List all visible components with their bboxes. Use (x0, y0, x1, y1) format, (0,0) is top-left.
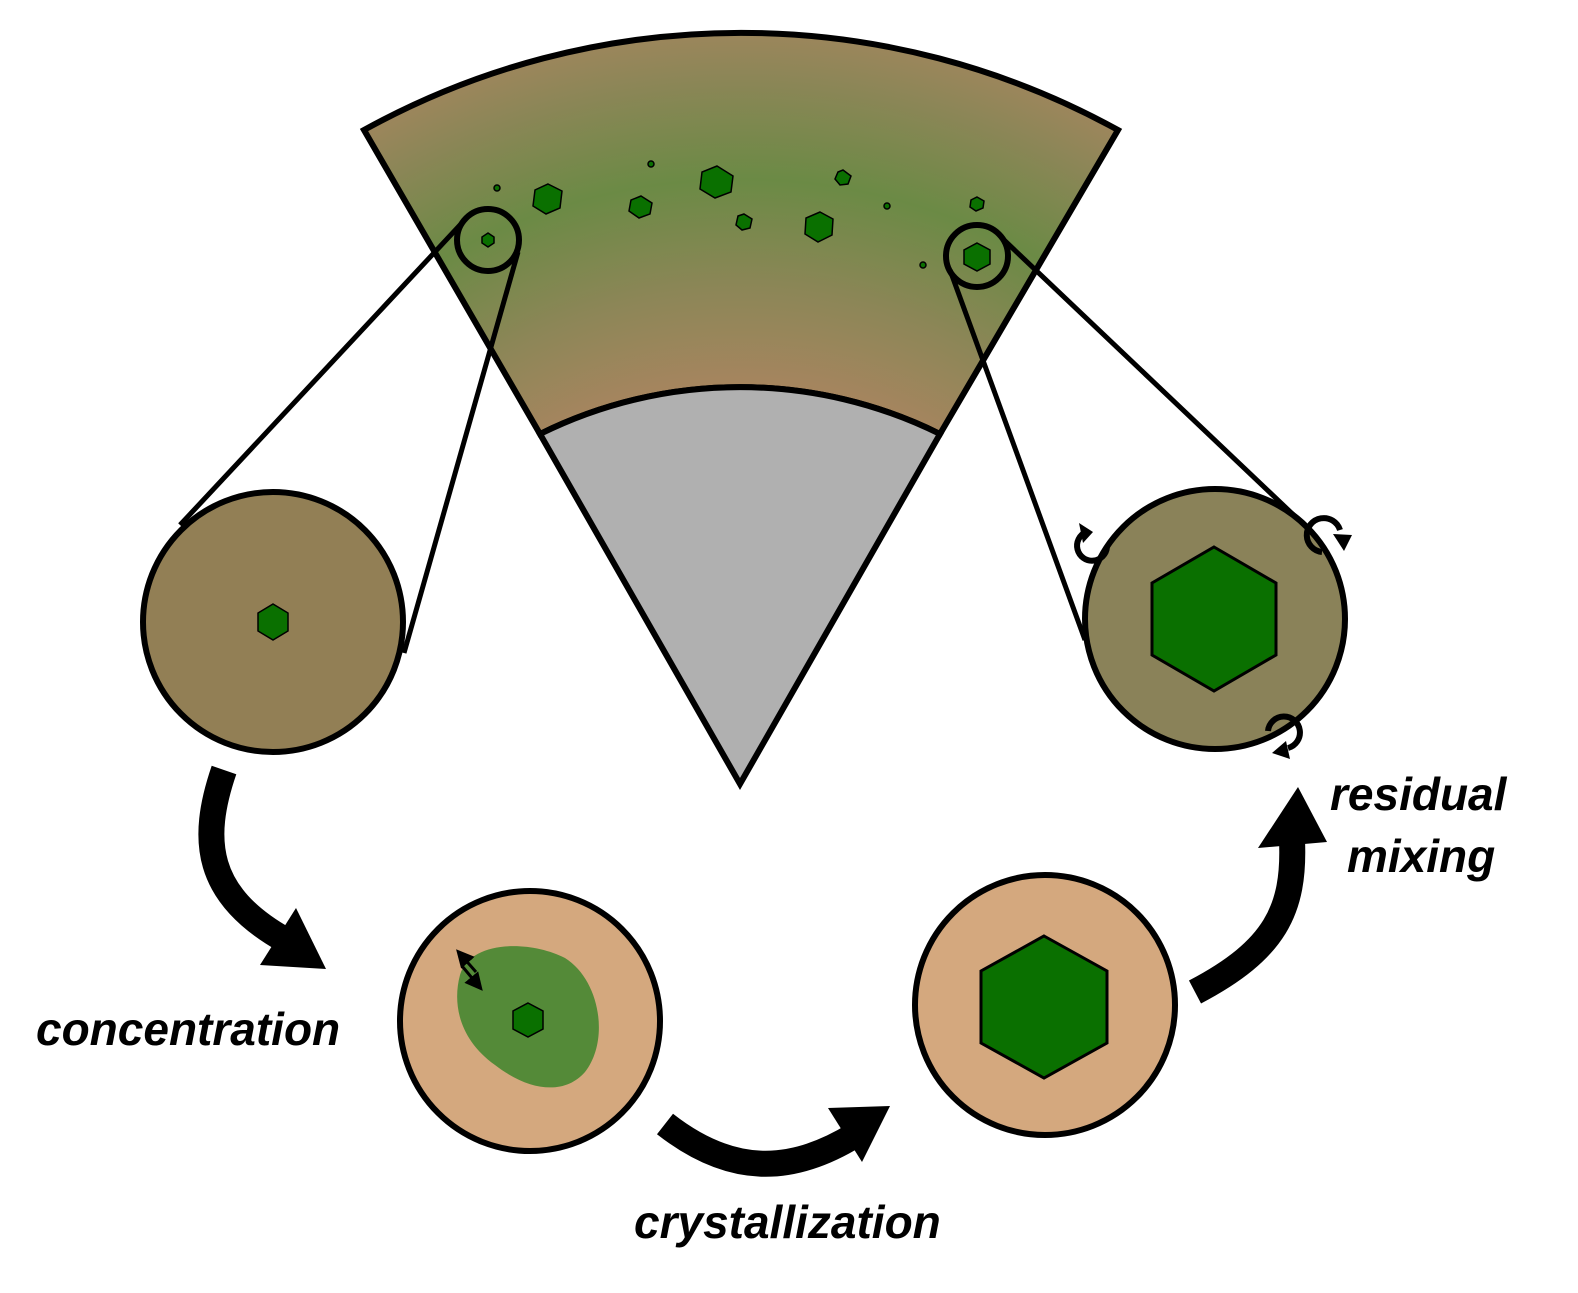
circular-arrow-icon (1303, 515, 1352, 555)
mantle-shell (359, 29, 1123, 438)
nucleus-crystal (512, 1002, 544, 1038)
large-crystal-right (1150, 545, 1278, 693)
circular-arrow-icon (1265, 713, 1303, 759)
circular-arrow-icon (1074, 523, 1110, 564)
zoom-marker-left (454, 206, 522, 274)
nucleus-crystal (257, 603, 289, 641)
zoom-marker-right (943, 222, 1011, 290)
core-wedge (535, 384, 945, 791)
process-arrow-crystallization (656, 1106, 890, 1177)
label-crystallization: crystallization (634, 1196, 941, 1248)
label-residual: residual (1330, 768, 1508, 820)
process-arrow-concentration (198, 765, 326, 969)
tiny-crystal (481, 232, 495, 248)
label-concentration: concentration (36, 1003, 340, 1055)
mantle-crystals (493, 160, 985, 269)
process-arrow-residual-mixing (1188, 787, 1327, 1004)
double-arrow-icon (456, 949, 483, 991)
large-crystal (979, 934, 1109, 1080)
small-crystal (963, 242, 991, 272)
zoom-connectors (178, 222, 1304, 654)
label-mixing: mixing (1347, 830, 1495, 882)
